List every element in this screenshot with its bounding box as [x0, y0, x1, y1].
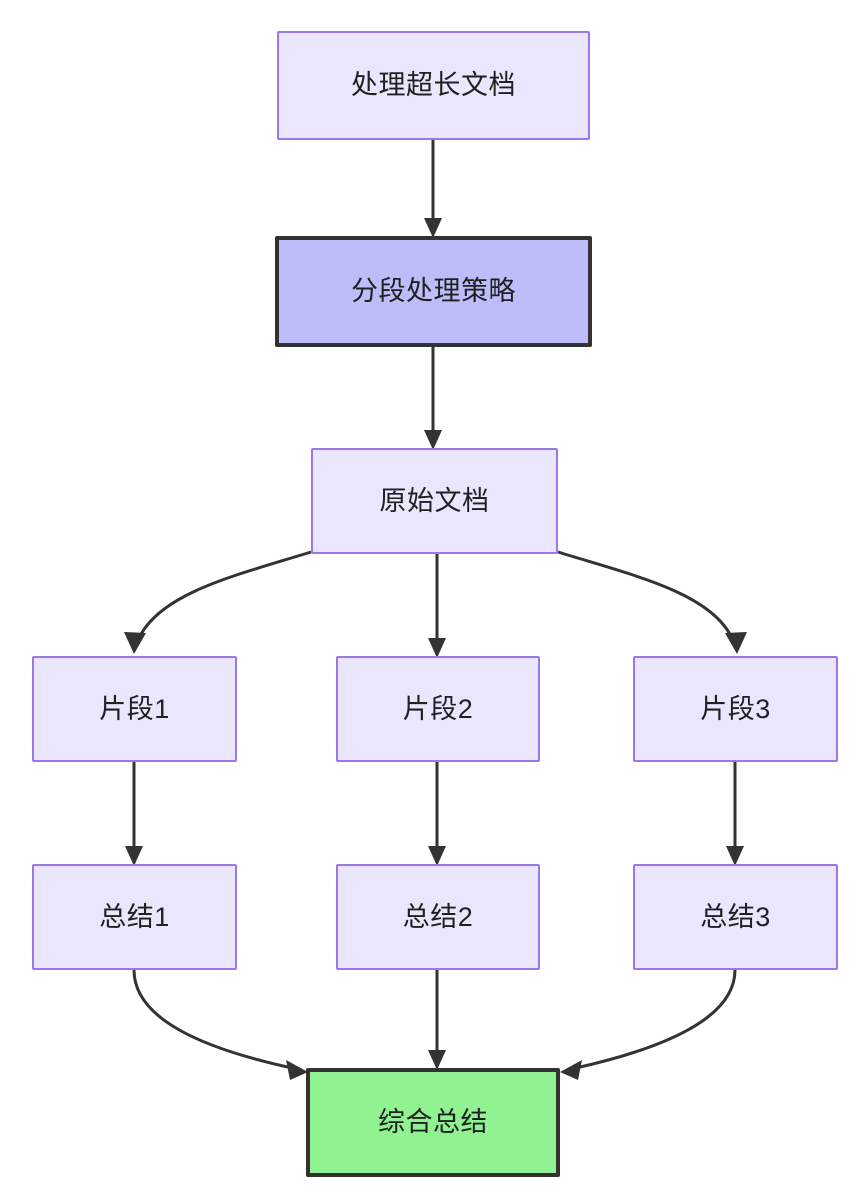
node-label: 总结2 [402, 901, 474, 932]
edge-source-to-chunk1 [138, 550, 312, 637]
arrowhead-strategy-to-source [424, 430, 442, 450]
edge-summary3-to-final [575, 969, 737, 1070]
arrowhead-chunk1-to-summary1 [125, 846, 143, 866]
node-label: 分段处理策略 [351, 276, 516, 307]
node-label: 片段3 [700, 693, 771, 724]
node-summary-2[interactable]: 总结2 [336, 864, 540, 970]
edge-source-to-chunk3 [557, 550, 733, 637]
arrowhead-chunk3-to-summary3 [726, 846, 744, 866]
node-summary-3[interactable]: 总结3 [633, 864, 838, 970]
node-chunking-strategy[interactable]: 分段处理策略 [275, 236, 592, 347]
arrowhead-source-to-chunk3 [725, 632, 747, 654]
node-source-document[interactable]: 原始文档 [311, 448, 558, 554]
arrowhead-summary1-to-final [286, 1060, 308, 1080]
node-label: 片段2 [402, 693, 474, 724]
node-label: 总结1 [99, 901, 170, 932]
node-summary-1[interactable]: 总结1 [32, 864, 237, 970]
node-label: 处理超长文档 [351, 70, 516, 101]
arrowhead-summary3-to-final [560, 1060, 582, 1080]
node-chunk-3[interactable]: 片段3 [633, 656, 838, 762]
arrowhead-doc-to-strategy [424, 218, 442, 238]
arrowhead-chunk2-to-summary2 [428, 846, 446, 866]
node-label: 原始文档 [379, 485, 490, 516]
arrowhead-summary2-to-final [428, 1050, 446, 1070]
node-combined-summary[interactable]: 综合总结 [306, 1068, 560, 1177]
node-label: 片段1 [99, 693, 170, 724]
node-label: 综合总结 [378, 1107, 488, 1138]
node-process-long-document[interactable]: 处理超长文档 [277, 31, 590, 140]
arrowhead-source-to-chunk2 [428, 638, 446, 658]
node-chunk-2[interactable]: 片段2 [336, 656, 540, 762]
arrowhead-source-to-chunk1 [124, 632, 146, 654]
node-label: 总结3 [700, 901, 771, 932]
node-chunk-1[interactable]: 片段1 [32, 656, 237, 762]
edge-summary1-to-final [132, 969, 293, 1070]
